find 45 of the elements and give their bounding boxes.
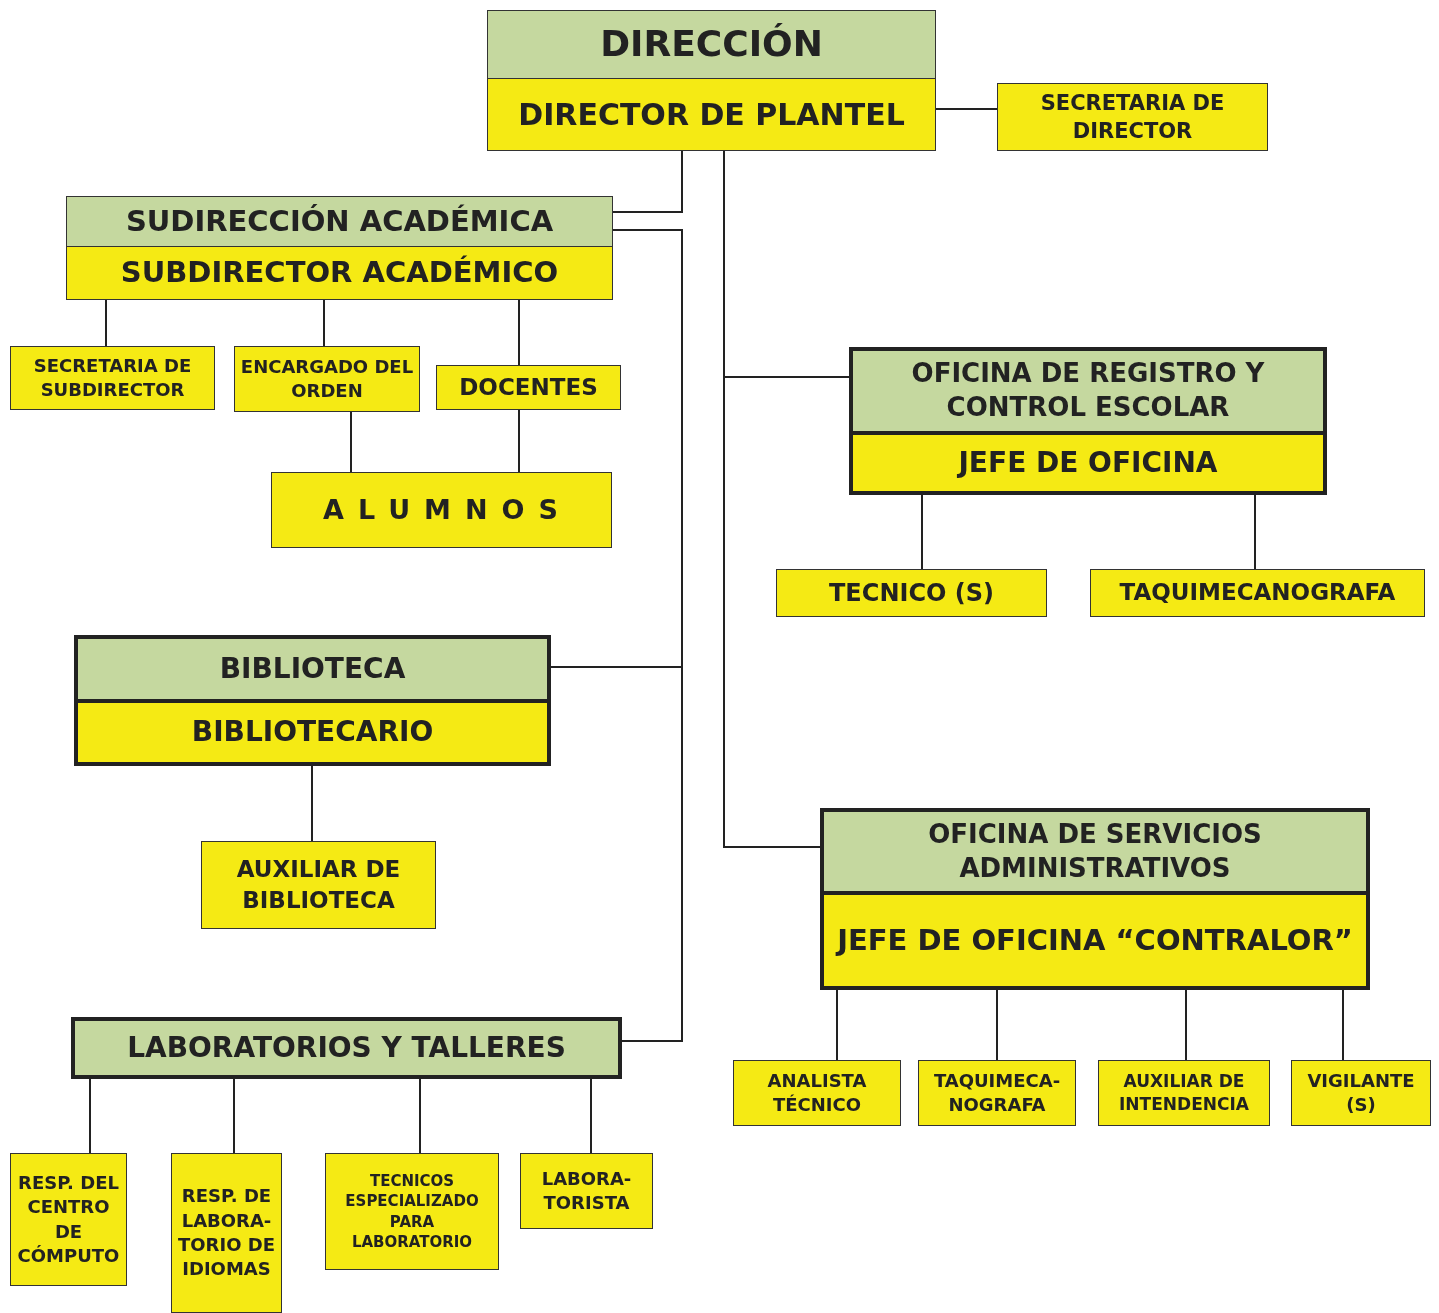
org-box [66,196,613,300]
connector-line [1185,989,1187,1061]
org-box [849,347,1327,495]
org-box: VIGILANTE (S) [1291,1060,1431,1126]
connector-line [311,765,313,842]
org-box [487,10,936,151]
connector-line [996,989,998,1061]
connector-line [233,1078,235,1154]
connector-line [518,299,520,366]
connector-line [1254,494,1256,570]
org-box: ALUMNOS [271,472,612,548]
connector-line [518,409,520,473]
org-box: TECNICOS ESPECIALIZADO PARA LABORATORIO [325,1153,499,1270]
connector-line [590,1078,592,1154]
org-box: LABORATORIOS Y TALLERES [71,1017,622,1079]
org-box: TAQUIMECA- NOGRAFA [918,1060,1076,1126]
connector-line [836,989,838,1061]
connector-line [105,299,107,347]
connector-line [612,150,683,213]
connector-line [1342,989,1344,1061]
org-box: LABORA- TORISTA [520,1153,653,1229]
org-box: AUXILIAR DE INTENDENCIA [1098,1060,1270,1126]
org-box: SECRETARIA DE SUBDIRECTOR [10,346,215,410]
heading-band: OFICINA DE REGISTRO Y CONTROL ESCOLAR [853,351,1323,435]
org-box: TAQUIMECANOGRAFA [1090,569,1425,617]
org-box: ENCARGADO DEL ORDEN [234,346,420,412]
org-box: AUXILIAR DE BIBLIOTECA [201,841,436,929]
org-box [74,635,551,766]
org-box [820,808,1370,990]
heading-band: BIBLIOTECA [78,639,547,703]
connector-line [323,299,325,347]
org-box: RESP. DEL CENTRO DE CÓMPUTO [10,1153,127,1286]
org-box: DOCENTES [436,365,621,410]
org-box: ANALISTA TÉCNICO [733,1060,901,1126]
org-box: RESP. DE LABORA- TORIO DE IDIOMAS [171,1153,282,1313]
heading-band: DIRECCIÓN [488,11,935,79]
connector-line [89,1078,91,1154]
connector-line [350,411,352,473]
heading-band: SUDIRECCIÓN ACADÉMICA [67,197,612,247]
connector-line [935,108,998,110]
org-box: TECNICO (S) [776,569,1047,617]
connector-line [419,1078,421,1154]
connector-line [921,494,923,570]
heading-band: OFICINA DE SERVICIOS ADMINISTRATIVOS [824,812,1366,895]
org-box: SECRETARIA DE DIRECTOR [997,83,1268,151]
